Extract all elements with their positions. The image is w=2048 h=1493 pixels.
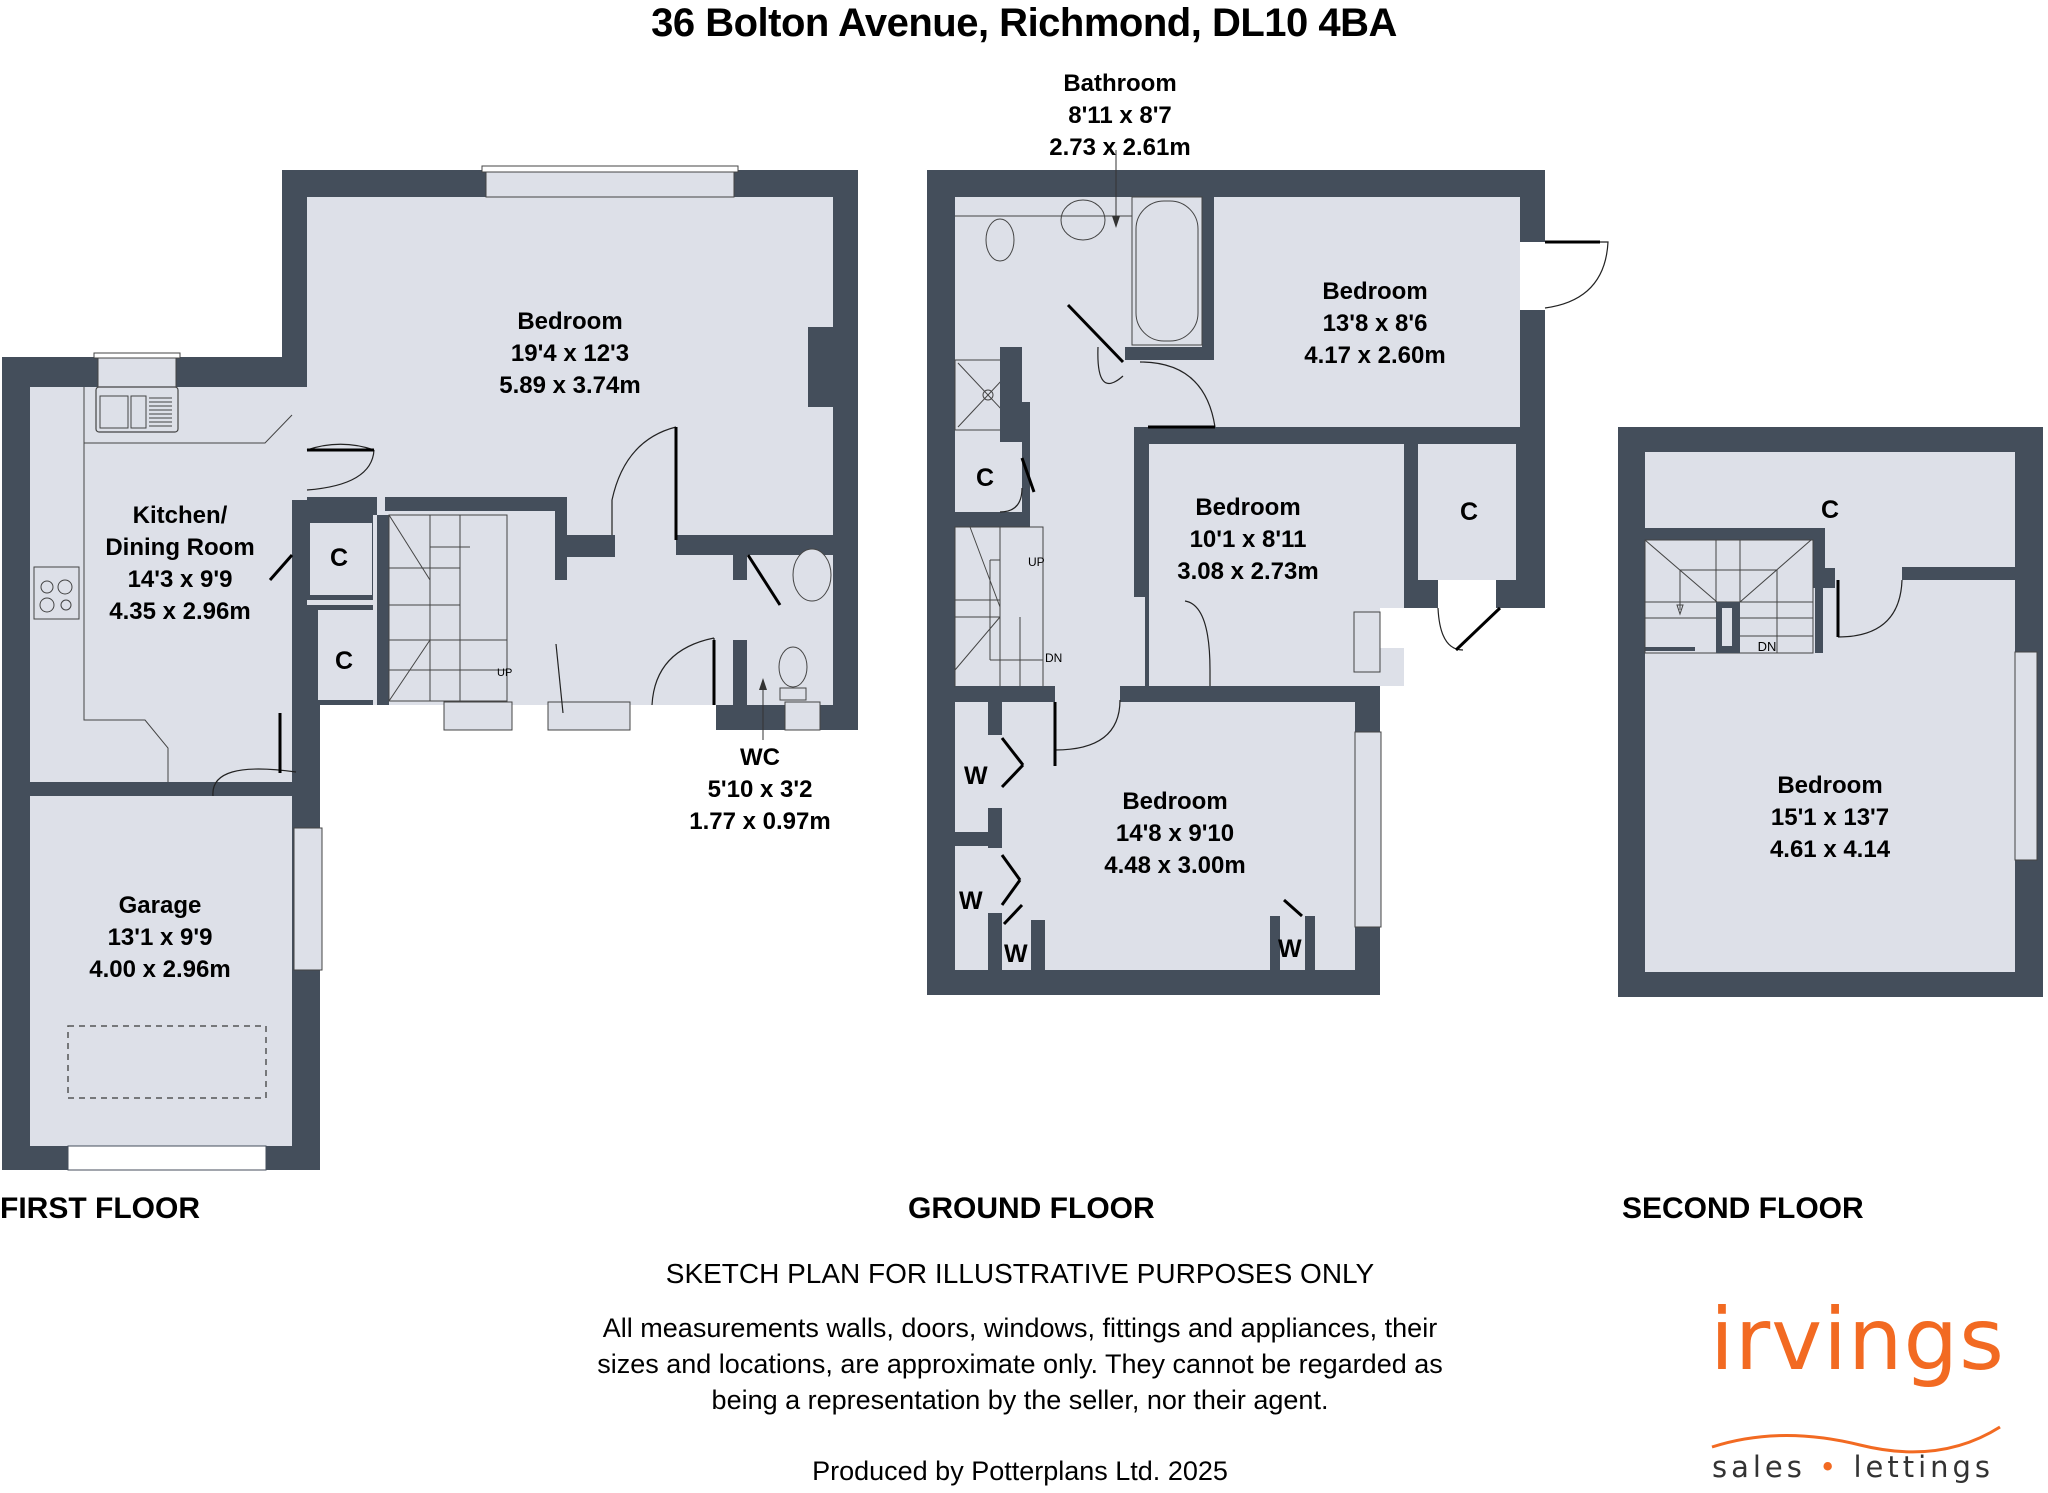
logo-wave-icon (1711, 1425, 2001, 1454)
svg-text:UP: UP (497, 667, 512, 679)
logo-dot-icon: • (1819, 1450, 1841, 1484)
cupboard-label: C (330, 544, 349, 572)
producer-credit: Produced by Potterplans Ltd. 2025 (812, 1456, 1228, 1486)
ground-floor-plan: UP DN (927, 150, 1609, 995)
wardrobe-label: W (959, 887, 983, 915)
room-label-ground-bedroom-2: Bedroom 10'1 x 8'11 3.08 x 2.73m (1177, 494, 1319, 585)
floor-title-ground: GROUND FLOOR (908, 1192, 1155, 1225)
room-label-kitchen-dining: Kitchen/ Dining Room 14'3 x 9'9 4.35 x 2… (105, 502, 255, 625)
cupboard-label: C (1821, 496, 1840, 524)
room-label-ground-bedroom-1: Bedroom 13'8 x 8'6 4.17 x 2.60m (1304, 278, 1446, 369)
first-floor-plan: UP (2, 165, 858, 1171)
room-label-garage: Garage 13'1 x 9'9 4.00 x 2.96m (89, 892, 231, 983)
room-label-wc: WC 5'10 x 3'2 1.77 x 0.97m (689, 744, 831, 835)
logo-tagline: sales • lettings (1712, 1450, 1995, 1484)
disclaimer-line: sizes and locations, are approximate onl… (597, 1349, 1443, 1379)
disclaimer-heading: SKETCH PLAN FOR ILLUSTRATIVE PURPOSES ON… (665, 1258, 1375, 1289)
wardrobe-label: W (1278, 935, 1302, 963)
cupboard-label: C (976, 464, 995, 492)
wardrobe-label: W (1004, 940, 1028, 968)
svg-text:UP: UP (1028, 555, 1045, 569)
floor-title-first: FIRST FLOOR (0, 1192, 200, 1225)
room-label-first-floor-bedroom: Bedroom 19'4 x 12'3 5.89 x 3.74m (499, 308, 641, 399)
disclaimer-body: All measurements walls, doors, windows, … (540, 1310, 1500, 1418)
disclaimer-line: being a representation by the seller, no… (711, 1385, 1329, 1415)
room-label-ground-bedroom-3: Bedroom 14'8 x 9'10 4.48 x 3.00m (1104, 788, 1246, 879)
cupboard-label: C (335, 647, 354, 675)
wardrobe-label: W (964, 762, 988, 790)
cupboard-label: C (1460, 498, 1479, 526)
page-title: 36 Bolton Avenue, Richmond, DL10 4BA (651, 1, 1397, 45)
room-label-bathroom: Bathroom 8'11 x 8'7 2.73 x 2.61m (1049, 70, 1191, 161)
room-label-second-floor-bedroom: Bedroom 15'1 x 13'7 4.61 x 4.14 (1769, 772, 1891, 863)
svg-text:DN: DN (1758, 639, 1777, 654)
floor-title-second: SECOND FLOOR (1622, 1192, 1864, 1225)
irvings-logo: irvings sales • lettings (1710, 1290, 2010, 1490)
disclaimer-line: All measurements walls, doors, windows, … (602, 1313, 1438, 1343)
logo-wordmark: irvings (1710, 1290, 2005, 1390)
second-floor-plan: DN (1618, 427, 2043, 997)
svg-text:DN: DN (1045, 651, 1062, 665)
